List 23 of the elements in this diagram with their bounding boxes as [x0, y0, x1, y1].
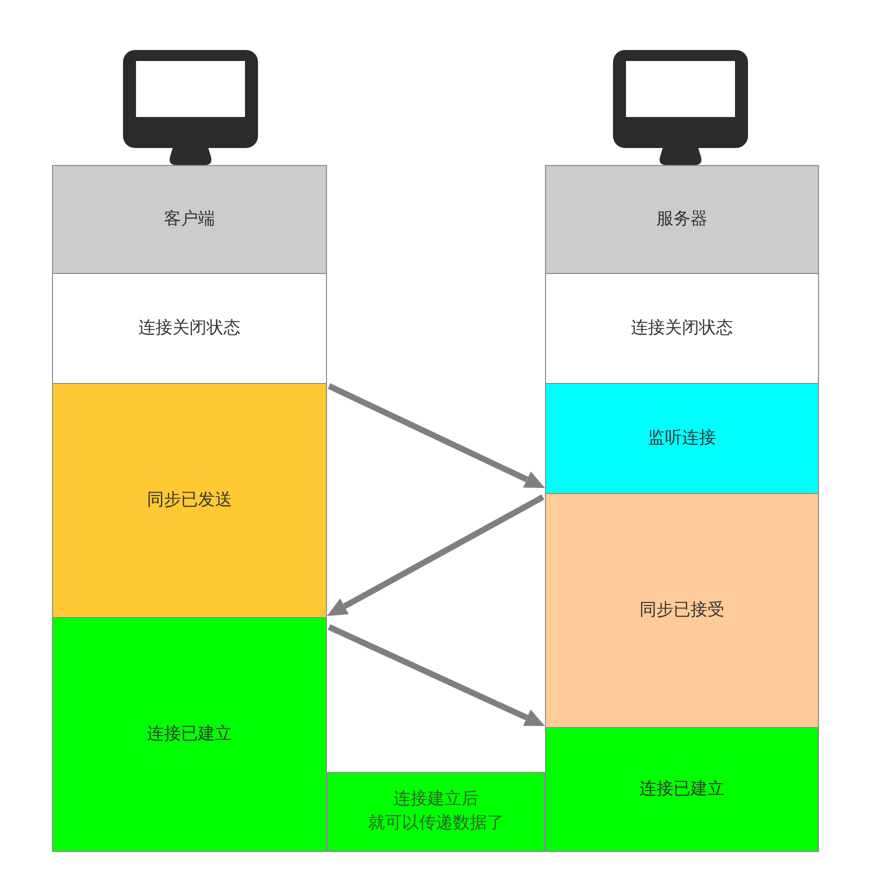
state-box — [545, 383, 819, 494]
arrow — [326, 494, 544, 616]
column-header — [52, 165, 327, 274]
state-box — [545, 273, 819, 384]
column-title: 服务器 — [656, 208, 708, 231]
state-label: 连接关闭状态 — [138, 316, 240, 340]
note-text: 连接建立后就可以传递数据了 — [368, 788, 504, 835]
state-label: 监听连接 — [648, 426, 716, 450]
state-box — [52, 617, 327, 852]
state-box — [545, 727, 819, 852]
state-label: 连接关闭状态 — [631, 316, 733, 340]
state-label: 同步已发送 — [147, 488, 232, 512]
note-box — [327, 772, 545, 852]
state-label: 连接已建立 — [640, 778, 724, 801]
column-title: 客户端 — [164, 208, 215, 231]
state-box — [52, 273, 327, 384]
arrow — [328, 383, 545, 488]
arrow — [328, 624, 545, 726]
state-label: 同步已接受 — [640, 598, 724, 622]
state-box — [545, 493, 819, 728]
state-box — [52, 383, 327, 618]
state-label: 连接已建立 — [147, 722, 232, 746]
column-header — [545, 165, 819, 274]
